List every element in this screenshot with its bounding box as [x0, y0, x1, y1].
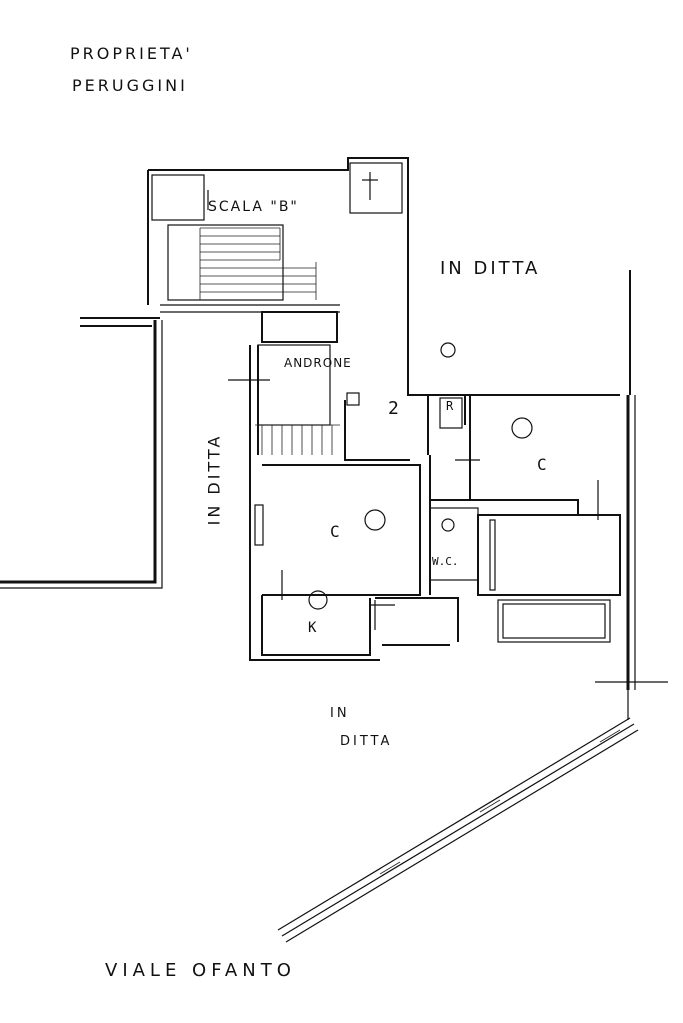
stairs-scala-b: [160, 224, 340, 313]
stair-block-walls: [147, 157, 409, 385]
androne-walls: [228, 311, 410, 661]
label-c-right: C: [537, 455, 547, 474]
label-c-center: C: [330, 522, 340, 541]
label-k: K: [308, 620, 317, 636]
fixture-sketches: [308, 342, 533, 610]
label-in-ditta-top: IN DITTA: [440, 258, 541, 279]
left-boundary-wall: [0, 317, 163, 589]
property-owner-line-2: PERUGGINI: [72, 76, 188, 95]
label-stair-number: 2: [388, 398, 399, 419]
label-androne: ANDRONE: [284, 356, 352, 370]
label-r: R: [446, 399, 454, 413]
apartment-walls: [254, 385, 621, 656]
label-scala-b: SCALA "B": [208, 199, 299, 215]
label-in-ditta-bottom-2: DITTA: [340, 734, 393, 749]
street-boundary-wall: [277, 717, 639, 943]
right-boundary-wall: [595, 270, 668, 720]
label-in-ditta-bottom-1: IN: [330, 706, 350, 721]
label-in-ditta-left: IN DITTA: [204, 433, 224, 526]
street-name: VIALE OFANTO: [105, 960, 296, 981]
property-owner-line-1: PROPRIETA': [70, 44, 193, 63]
label-wc: W.C.: [432, 555, 459, 568]
